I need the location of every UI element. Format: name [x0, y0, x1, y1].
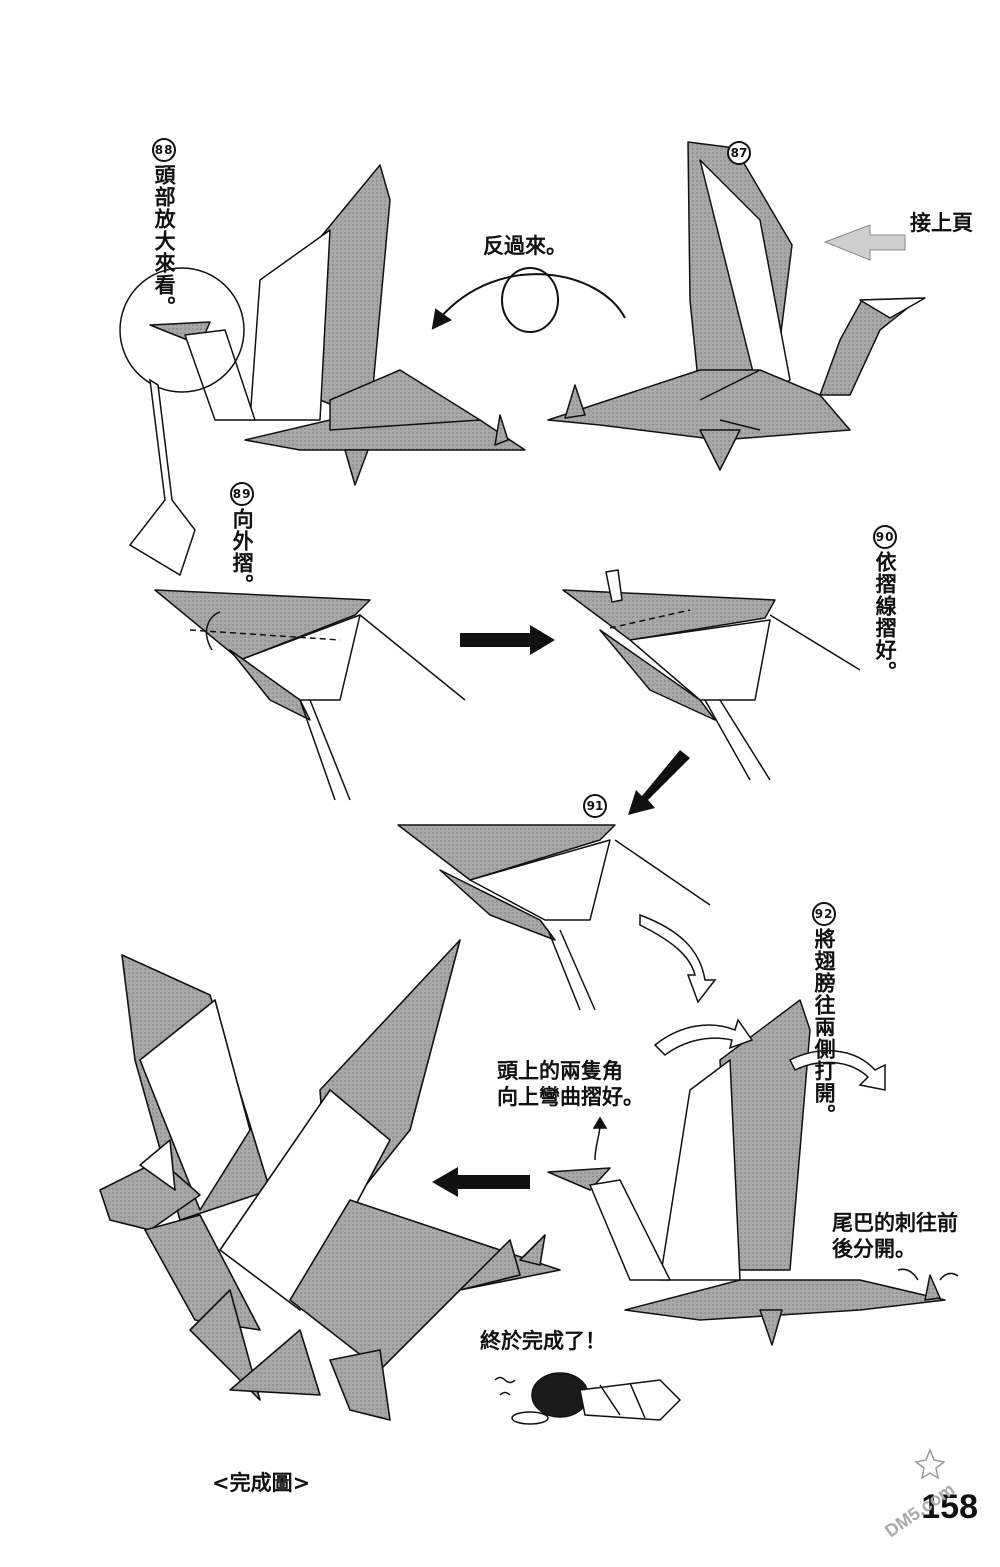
tail-instruction-line1: 尾巴的刺往前 [832, 1211, 958, 1235]
step-arrow-icon [628, 750, 690, 815]
page-number: 158 [921, 1488, 978, 1526]
step88-label: 88頭部放大來看。 [152, 138, 177, 318]
step89-label: 89向外摺。 [230, 482, 255, 596]
magnify-arrow-icon [128, 378, 196, 577]
sleeping-person-illustration [494, 1372, 682, 1425]
step87-number: 87 [727, 137, 751, 165]
step92-number: 92 [812, 902, 837, 926]
tail-instruction-line2: 後分開。 [832, 1237, 916, 1262]
continue-from-previous-label: 接上頁 [910, 211, 973, 235]
step88-dragon-illustration [119, 164, 526, 486]
step92-dragon-illustration [547, 999, 946, 1346]
step90-label: 90依摺線摺好。 [873, 525, 898, 695]
finished-dragon-illustration [99, 939, 561, 1421]
step91-number: 91 [583, 790, 607, 818]
step90-head-illustration [562, 569, 861, 781]
horns-instruction-line2: 向上彎曲摺好。 [497, 1085, 644, 1110]
step87-dragon-illustration [547, 141, 926, 471]
step90-number: 90 [873, 525, 898, 549]
horn-arrow-icon [592, 1116, 608, 1161]
wing-open-arrow-icon [653, 1018, 886, 1091]
continue-arrow-icon [823, 224, 906, 261]
flip-over-label: 反過來。 [483, 234, 567, 258]
completed-caption: <完成圖> [212, 1471, 311, 1495]
tail-instruction-label: 尾巴的刺往前 後分開。 [832, 1210, 958, 1263]
step89-number: 89 [230, 482, 255, 506]
step-arrow-icon [460, 625, 555, 655]
step91-head-illustration [397, 824, 711, 1011]
flip-over-icon [431, 267, 626, 333]
horns-instruction-line1: 頭上的兩隻角 [497, 1059, 623, 1083]
step-arrow-icon [432, 1167, 530, 1197]
step-arrow-icon [639, 913, 717, 1004]
step92-label: 92將翅膀往兩側打開。 [812, 902, 837, 1126]
watermark-logo [914, 1447, 946, 1480]
step88-number: 88 [152, 138, 177, 162]
horns-instruction-label: 頭上的兩隻角 向上彎曲摺好。 [497, 1058, 644, 1111]
finished-exclaim-label: 終於完成了！ [480, 1329, 606, 1353]
tail-spike-arrow-icon [897, 1268, 959, 1281]
step89-head-illustration [154, 589, 466, 801]
